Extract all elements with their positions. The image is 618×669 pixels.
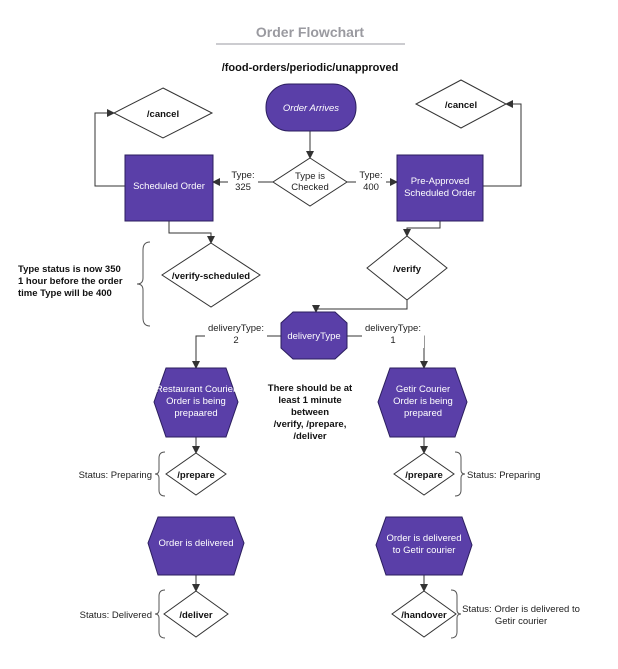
getir-courier-label-2: Order is being	[393, 396, 453, 407]
order-arrives-node[interactable]	[265, 83, 357, 132]
min-gap-note-3: between	[291, 407, 329, 418]
restaurant-courier-label-3: prepaared	[174, 408, 217, 419]
type-325-label-bg	[228, 168, 258, 194]
min-gap-note-5: /deliver	[293, 431, 327, 442]
type-checked-label-2: Checked	[291, 182, 329, 193]
prepare-left-label: /prepare	[177, 470, 215, 481]
getir-courier-node[interactable]	[377, 367, 468, 438]
cancel-left-label: /cancel	[147, 109, 179, 120]
status-handover-brace	[450, 589, 462, 639]
getir-courier-label-3: prepared	[404, 408, 442, 419]
delivery-type-1-label-1: deliveryType:	[365, 323, 421, 334]
restaurant-courier-node[interactable]	[153, 367, 239, 438]
verify-scheduled-node[interactable]	[161, 242, 261, 308]
type-status-note-2: 1 hour before the order	[18, 276, 123, 287]
min-gap-note-2: least 1 minute	[278, 395, 341, 406]
verify-scheduled-label: /verify-scheduled	[172, 271, 250, 282]
edge-preapproved-to-verify	[403, 221, 441, 237]
type-325-label-2: 325	[235, 182, 251, 193]
order-delivered-left-node[interactable]	[147, 516, 245, 576]
edge-preapproved-to-cancel	[483, 100, 522, 187]
type-400-label-2: 400	[363, 182, 379, 193]
edge-scheduled-to-cancel	[94, 109, 125, 187]
type-checked-label-1: Type is	[295, 171, 325, 182]
prepare-right-node[interactable]	[393, 452, 455, 496]
status-preparing-left: Status: Preparing	[79, 470, 152, 481]
scheduled-order-label: Scheduled Order	[133, 181, 205, 192]
min-gap-note-4: /verify, /prepare,	[274, 419, 347, 430]
status-handover-1: Status: Order is delivered to	[462, 604, 580, 615]
delivery-type-2-label-bg	[205, 322, 267, 348]
type-400-label-bg	[356, 168, 386, 194]
cancel-left-node[interactable]	[112, 87, 214, 139]
type-400-label-1: Type:	[359, 170, 382, 181]
type-status-note-1: Type status is now 350	[18, 264, 121, 275]
deliver-node[interactable]	[163, 590, 229, 638]
prepare-right-label: /prepare	[405, 470, 443, 481]
type-status-brace	[136, 241, 151, 327]
order-delivered-right-label-2: to Getir courier	[393, 545, 456, 556]
status-delivered-brace	[154, 589, 166, 639]
cancel-right-label: /cancel	[445, 100, 477, 111]
status-preparing-left-brace	[154, 451, 166, 497]
handover-node[interactable]	[391, 590, 457, 638]
delivery-type-2-label-1: deliveryType:	[208, 323, 264, 334]
pre-approved-label-1: Pre-Approved	[411, 176, 470, 187]
prepare-left-node[interactable]	[165, 452, 227, 496]
restaurant-courier-label-1: Restaurant Courier	[156, 384, 236, 395]
edge-scheduled-to-verify-scheduled	[168, 221, 215, 244]
status-preparing-right-brace	[454, 451, 466, 497]
diagram-title: Order Flowchart	[256, 24, 364, 40]
delivery-type-label: deliveryType	[287, 331, 340, 342]
diagram-subtitle: /food-orders/periodic/unapproved	[222, 62, 399, 74]
handover-label: /handover	[401, 610, 447, 621]
min-gap-note-1: There should be at	[268, 383, 353, 394]
status-preparing-right: Status: Preparing	[467, 470, 540, 481]
pre-approved-node[interactable]	[396, 154, 484, 222]
verify-node[interactable]	[366, 235, 448, 301]
deliver-label: /deliver	[179, 610, 213, 621]
delivery-type-node[interactable]	[280, 311, 348, 360]
delivery-type-1-label-bg	[362, 322, 424, 348]
status-delivered: Status: Delivered	[80, 610, 152, 621]
order-delivered-right-node[interactable]	[375, 516, 473, 576]
scheduled-order-node[interactable]	[124, 154, 214, 222]
cancel-right-node[interactable]	[414, 79, 508, 129]
type-checked-node[interactable]	[272, 157, 348, 207]
pre-approved-label-2: Scheduled Order	[404, 188, 476, 199]
getir-courier-label-1: Getir Courier	[396, 384, 450, 395]
verify-label: /verify	[393, 264, 422, 275]
type-status-note-3: time Type will be 400	[18, 288, 112, 299]
restaurant-courier-label-2: Order is being	[166, 396, 226, 407]
order-arrives-label: Order Arrives	[283, 103, 339, 114]
order-delivered-right-label-1: Order is delivered	[387, 533, 462, 544]
type-325-label-1: Type:	[231, 170, 254, 181]
delivery-type-1-label-2: 1	[390, 335, 395, 346]
delivery-type-2-label-2: 2	[233, 335, 238, 346]
order-delivered-left-label: Order is delivered	[159, 538, 234, 549]
edge-verify-to-deliverytype	[312, 299, 408, 313]
status-handover-2: Getir courier	[495, 616, 547, 627]
